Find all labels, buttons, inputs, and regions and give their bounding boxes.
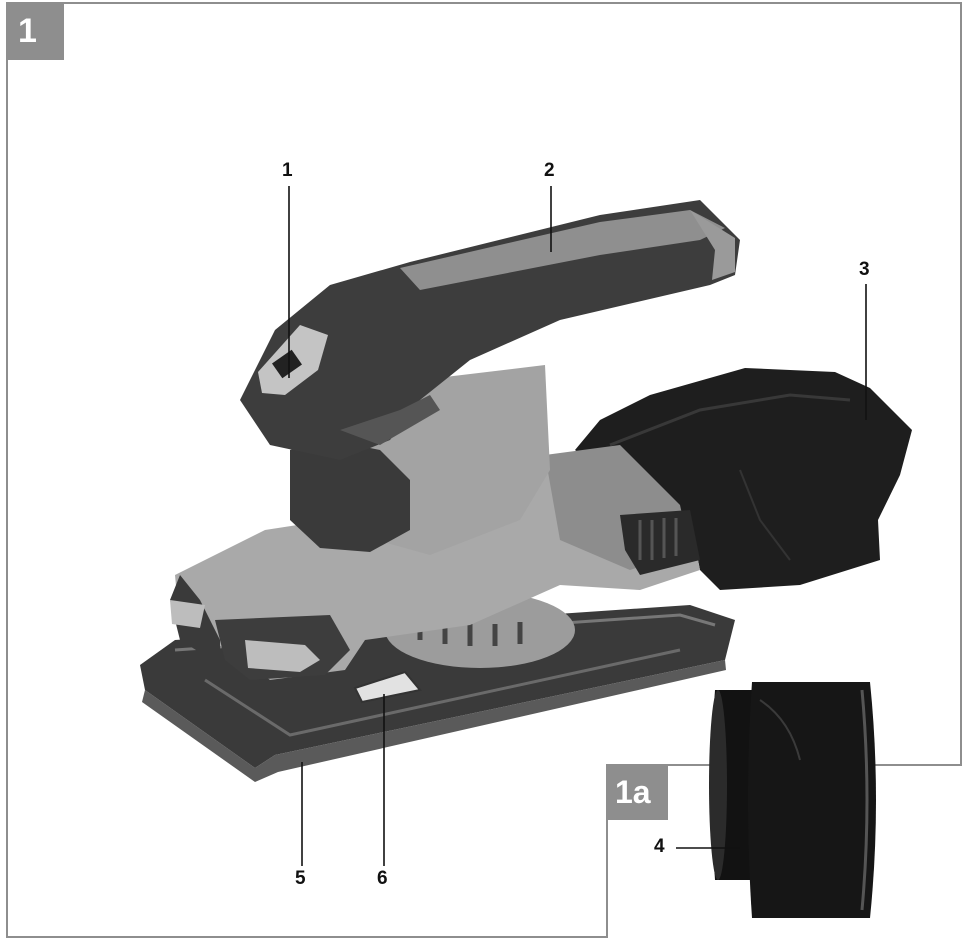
dust-bag-illustration (575, 368, 912, 590)
callout-6: 6 (377, 868, 388, 889)
callout-2: 2 (544, 160, 555, 181)
figure-label-inset: 1a (606, 764, 668, 820)
callout-leader-lines (288, 186, 867, 866)
sander-housing-illustration (170, 200, 740, 704)
callout-4: 4 (654, 836, 665, 857)
callout-3: 3 (859, 259, 870, 280)
callout-1: 1 (282, 160, 293, 181)
callout-5: 5 (295, 868, 306, 889)
figure-label-main: 1 (6, 2, 64, 60)
